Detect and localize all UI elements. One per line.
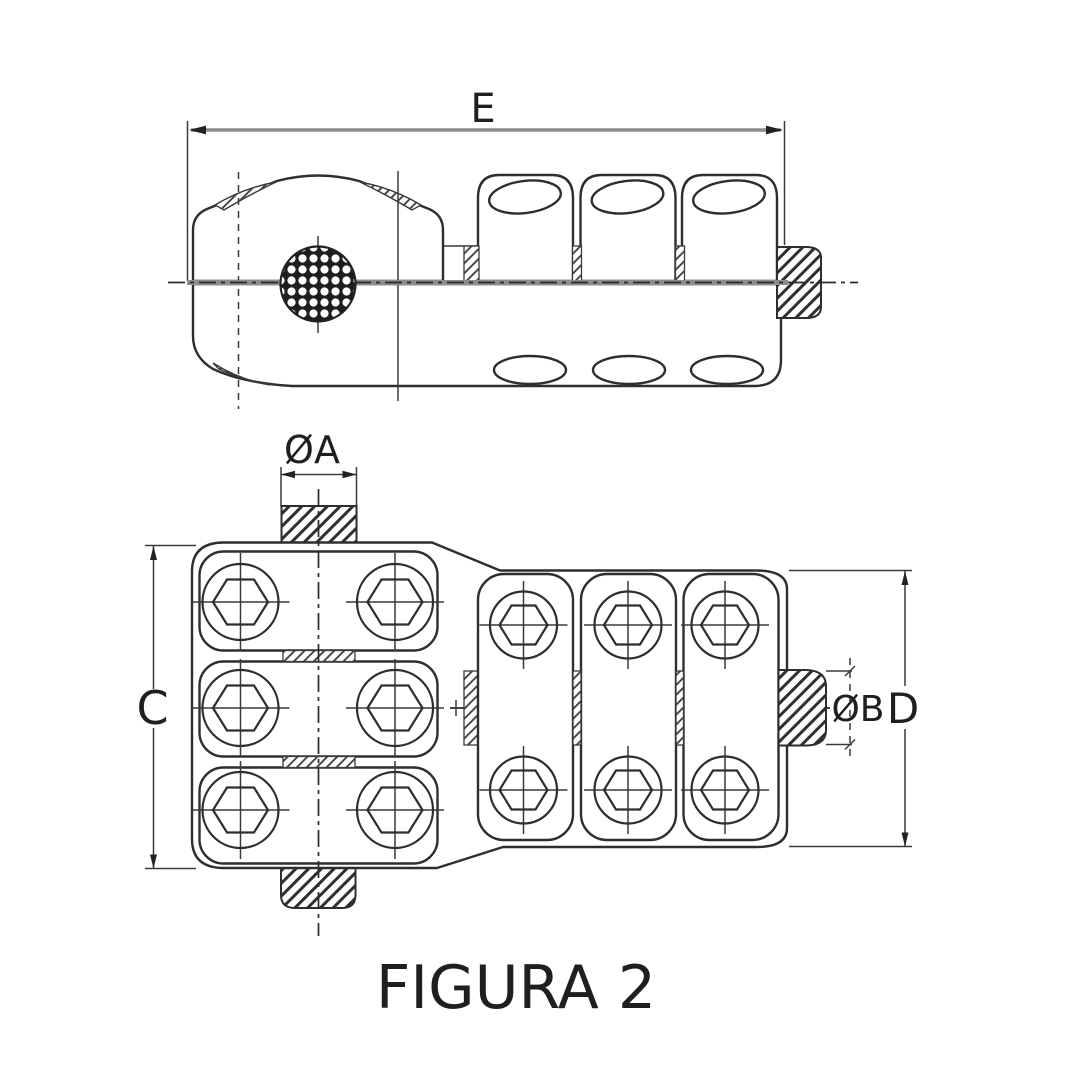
hex-bolt [479,746,568,834]
dim-ob-tick-bottom [844,738,856,751]
dimension-C: C [136,544,196,870]
dim-e-label: E [470,86,495,132]
figure-caption: FIGURA 2 [376,953,656,1023]
conductor-strands [279,245,357,323]
hex-bolt [681,581,769,669]
cable-cross-section [279,236,357,333]
right-gap-strip-1 [572,670,582,746]
bolt-tip-ellipse-1 [492,354,568,386]
clamp-upper-dome [191,174,445,283]
dim-ob-tick-top [844,665,856,677]
bolt-cylinder-2 [579,173,677,283]
hex-bolt [346,553,444,651]
dim-d-label: D [887,684,919,733]
hatched-strip-c [674,245,686,282]
dim-d-arrow-top [901,571,909,585]
stud-bottom [280,866,357,909]
right-pad-col-3 [682,572,780,842]
hatched-strip-a [463,245,480,282]
dim-oa-arrow-left [281,470,295,479]
hex-bolt [681,746,769,834]
mid-gap-strip [463,670,480,746]
hex-bolt [191,553,290,651]
dimension-OA: ØA [280,428,358,507]
bolt-cylinder-1 [476,173,575,283]
hex-bolt [191,761,290,859]
dim-c-label: C [136,681,168,735]
dim-c-arrow-bottom [150,854,157,869]
right-gap-strip-2 [675,670,685,746]
side-elevation-view: E [168,86,858,409]
dome-right-hatched-fillet [359,181,423,211]
bolt-tip-ellipse-2 [591,354,667,386]
dim-e-arrow-right [766,125,783,135]
dome-left-hatched-fillet [213,181,277,211]
dim-oa-arrow-right [342,470,357,479]
dimension-OB: ØB [826,658,885,757]
hatched-strip-b [571,245,583,282]
bolt-cylinder-3 [680,173,779,283]
dim-oa-label: ØA [284,428,340,472]
hex-bolt [346,659,444,757]
dim-e-arrow-left [189,125,206,135]
dimension-E: E [186,86,786,281]
hex-bolt [346,761,444,859]
lower-left-hatched-fillet [212,362,271,386]
terminal-stub-plan [777,669,827,747]
hex-bolt [584,746,672,834]
bolt-tip-ellipse-3 [689,354,765,386]
dim-d-arrow-bottom [901,832,909,847]
dimension-D: D [789,569,919,848]
dim-ob-label: ØB [831,689,884,730]
hex-bolt [479,581,568,669]
dim-c-arrow-top [150,546,157,560]
hex-bolt [191,659,290,757]
hex-bolt [584,581,672,669]
plan-view: ØA [136,428,919,936]
